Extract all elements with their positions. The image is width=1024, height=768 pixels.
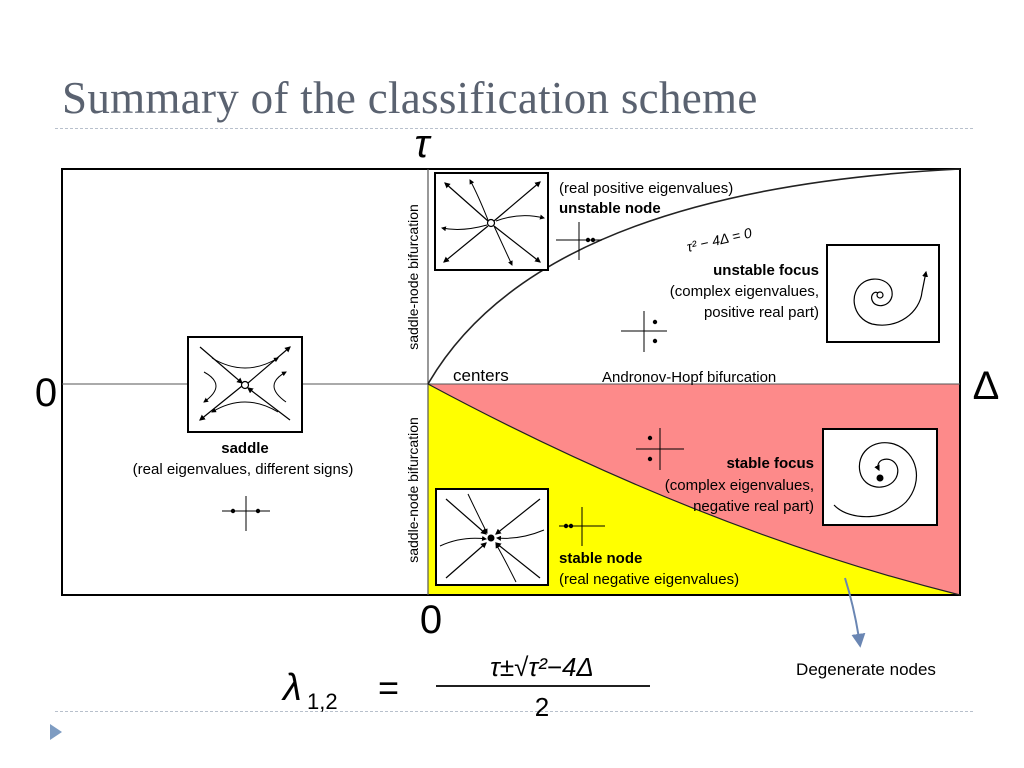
degenerate-nodes-arrow	[844, 577, 866, 648]
stable-focus-desc-2: negative real part)	[693, 498, 814, 515]
formula-denominator: 2	[535, 692, 549, 722]
degenerate-nodes-label: Degenerate nodes	[796, 660, 936, 679]
stable-node-eigen-plot	[559, 507, 605, 546]
saddle-description: (real eigenvalues, different signs)	[133, 461, 354, 478]
unstable-focus-desc-1: (complex eigenvalues,	[670, 283, 819, 300]
unstable-focus-eigen-plot	[621, 311, 667, 352]
slide-title: Summary of the classification scheme	[62, 73, 758, 123]
unstable-node-portrait	[434, 172, 549, 271]
unstable-node-name: unstable node	[559, 200, 661, 217]
stable-focus-eigen-plot	[636, 428, 684, 470]
stable-node-name: stable node	[559, 550, 642, 567]
saddle-portrait	[187, 336, 303, 433]
unstable-node-eigen-plot	[556, 222, 602, 260]
saddle-name: saddle	[221, 440, 269, 457]
bottom-zero-label: 0	[420, 598, 442, 642]
bottom-divider	[55, 711, 973, 712]
diagram-frame	[61, 168, 961, 596]
formula-lambda: λ	[281, 667, 302, 709]
top-divider	[55, 128, 973, 129]
eigenvalue-formula: λ 1,2 = τ±√τ²−4Δ 2	[281, 652, 650, 722]
left-zero-label: 0	[35, 371, 57, 415]
centers-label: centers	[453, 366, 509, 385]
parabola-equation: τ² − 4Δ = 0	[685, 224, 753, 255]
bullet-arrow-icon	[50, 724, 62, 740]
hopf-bifurcation-label: Andronov-Hopf bifurcation	[602, 369, 776, 386]
saddle-eigen-plot	[222, 496, 270, 531]
stable-focus-name: stable focus	[726, 455, 814, 472]
unstable-focus-desc-2: positive real part)	[704, 304, 819, 321]
unstable-node-description: (real positive eigenvalues)	[559, 180, 733, 197]
stable-node-description: (real negative eigenvalues)	[559, 571, 739, 588]
formula-equals: =	[378, 667, 399, 708]
parabola-curve	[427, 168, 961, 385]
tau-label: τ	[415, 122, 433, 166]
parabola-curve-lower	[427, 383, 961, 596]
stable-node-region	[428, 384, 960, 595]
formula-numerator: τ±√τ²−4Δ	[490, 652, 594, 682]
saddle-node-bifurcation-lower: saddle-node bifurcation	[405, 417, 421, 563]
stable-focus-desc-1: (complex eigenvalues,	[665, 477, 814, 494]
saddle-node-bifurcation-upper: saddle-node bifurcation	[405, 204, 421, 350]
unstable-focus-portrait	[826, 244, 940, 343]
delta-label: Δ	[973, 364, 1000, 408]
unstable-focus-name: unstable focus	[713, 262, 819, 279]
formula-subscript: 1,2	[307, 689, 338, 714]
stable-node-portrait	[435, 488, 549, 586]
stable-focus-portrait	[822, 428, 938, 526]
